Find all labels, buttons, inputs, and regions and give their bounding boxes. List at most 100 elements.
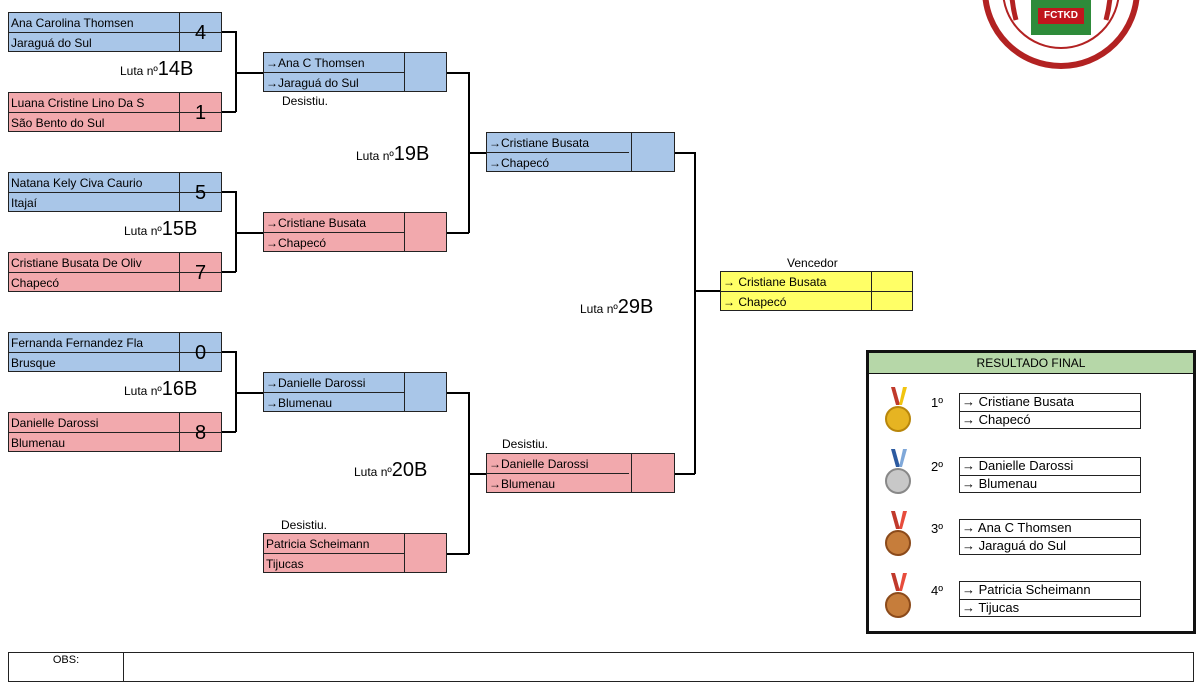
podium-card: → Cristiane Busata → Chapecó: [959, 393, 1141, 429]
competitor-city: →Blumenau: [266, 396, 333, 410]
competitor-city: →Blumenau: [489, 477, 556, 491]
place-number: 2º: [931, 459, 943, 474]
winner-city: → Chapecó: [723, 295, 787, 309]
competitor-name: Fernanda Fernandez Fla: [11, 336, 144, 350]
bracket-line: [222, 351, 236, 353]
podium-card: → Patricia Scheimann → Tijucas: [959, 581, 1141, 617]
competitor-score: 5: [179, 173, 221, 211]
winner-card: → Cristiane Busata → Chapecó: [720, 271, 913, 311]
bracket-line: [235, 351, 237, 432]
competitor-score: 7: [179, 253, 221, 291]
podium-city: → Blumenau: [962, 476, 1038, 491]
podium-name: → Danielle Darossi: [962, 458, 1074, 473]
match-label-prefix: Luta nº: [580, 302, 618, 316]
competitor-city: Itajaí: [11, 196, 38, 210]
podium-city: → Jaraguá do Sul: [962, 538, 1067, 553]
bronze-medal-icon: [883, 511, 913, 563]
competitor-card: Cristiane Busata De Oliv Chapecó 7: [8, 252, 222, 292]
competitor-score: 1: [179, 93, 221, 131]
match-number: 20B: [391, 459, 428, 481]
podium-city: → Chapecó: [962, 412, 1031, 427]
podium-row: 3º → Ana C Thomsen → Jaraguá do Sul: [869, 509, 1193, 565]
competitor-city: Blumenau: [11, 436, 66, 450]
silver-medal-icon: [883, 449, 913, 501]
competitor-score: 8: [179, 413, 221, 451]
competitor-city: →Jaraguá do Sul: [266, 76, 359, 90]
podium-card: → Danielle Darossi → Blumenau: [959, 457, 1141, 493]
federation-logo: FCTKD: [976, 0, 1146, 70]
match-label: Luta nº20B: [354, 459, 427, 482]
match-number: 16B: [161, 378, 198, 400]
podium-card: → Ana C Thomsen → Jaraguá do Sul: [959, 519, 1141, 555]
competitor-city: Tijucas: [266, 557, 304, 571]
competitor-name: Natana Kely Civa Caurio: [11, 176, 143, 190]
podium-row: 4º → Patricia Scheimann → Tijucas: [869, 571, 1193, 627]
podium-name: → Ana C Thomsen: [962, 520, 1072, 535]
bracket-line: [235, 392, 263, 394]
competitor-card: →Cristiane Busata →Chapecó: [486, 132, 675, 172]
competitor-name: →Danielle Darossi: [489, 457, 589, 471]
bracket-line: [235, 31, 237, 112]
bracket-line: [222, 431, 236, 433]
bracket-line: [222, 271, 236, 273]
bracket-line: [694, 152, 696, 474]
bracket-line: [222, 111, 236, 113]
competitor-name: →Cristiane Busata: [266, 216, 367, 230]
podium-row: 1º → Cristiane Busata → Chapecó: [869, 383, 1193, 439]
bracket-line: [675, 152, 695, 154]
withdrew-note: Desistiu.: [502, 437, 549, 451]
place-number: 3º: [931, 521, 943, 536]
competitor-name: Luana Cristine Lino Da S: [11, 96, 145, 110]
competitor-card: Luana Cristine Lino Da S São Bento do Su…: [8, 92, 222, 132]
place-number: 4º: [931, 583, 943, 598]
match-number: 15B: [161, 218, 198, 240]
competitor-city: →Chapecó: [266, 236, 327, 250]
obs-section: OBS:: [8, 652, 1194, 682]
competitor-card: →Cristiane Busata →Chapecó: [263, 212, 447, 252]
withdrew-note: Desistiu.: [282, 94, 329, 108]
competitor-card: Fernanda Fernandez Fla Brusque 0: [8, 332, 222, 372]
final-results-panel: RESULTADO FINAL 1º → Cristiane Busata → …: [866, 350, 1196, 634]
bracket-line: [235, 72, 263, 74]
winner-label: Vencedor: [787, 256, 838, 270]
competitor-name: Patricia Scheimann: [266, 537, 370, 551]
final-results-title: RESULTADO FINAL: [869, 353, 1193, 374]
competitor-card: Ana Carolina Thomsen Jaraguá do Sul 4: [8, 12, 222, 52]
bracket-line: [468, 152, 486, 154]
bracket-line: [468, 473, 486, 475]
bronze-medal-icon: [883, 573, 913, 625]
competitor-name: Danielle Darossi: [11, 416, 99, 430]
bracket-line: [447, 392, 469, 394]
match-number: 19B: [393, 143, 430, 165]
match-number: 14B: [157, 58, 194, 80]
match-label: Luta nº16B: [124, 378, 197, 401]
bracket-line: [675, 473, 695, 475]
competitor-city: São Bento do Sul: [11, 116, 105, 130]
bracket-line: [222, 31, 236, 33]
match-label: Luta nº15B: [124, 218, 197, 241]
podium-row: 2º → Danielle Darossi → Blumenau: [869, 447, 1193, 503]
competitor-name: →Ana C Thomsen: [266, 56, 365, 70]
match-label: Luta nº14B: [120, 58, 193, 81]
match-label: Luta nº29B: [580, 296, 653, 319]
match-label-prefix: Luta nº: [356, 149, 394, 163]
match-label: Luta nº19B: [356, 143, 429, 166]
obs-label: OBS:: [52, 654, 80, 666]
bracket-line: [447, 72, 469, 74]
match-label-prefix: Luta nº: [120, 64, 158, 78]
competitor-city: Jaraguá do Sul: [11, 36, 92, 50]
competitor-name: Ana Carolina Thomsen: [11, 16, 134, 30]
competitor-name: Cristiane Busata De Oliv: [11, 256, 142, 270]
place-number: 1º: [931, 395, 943, 410]
podium-city: → Tijucas: [962, 600, 1020, 615]
competitor-card: Natana Kely Civa Caurio Itajaí 5: [8, 172, 222, 212]
bracket-line: [235, 232, 263, 234]
match-label-prefix: Luta nº: [124, 384, 162, 398]
podium-name: → Patricia Scheimann: [962, 582, 1091, 597]
competitor-city: →Chapecó: [489, 156, 550, 170]
gold-medal-icon: [883, 387, 913, 439]
podium-name: → Cristiane Busata: [962, 394, 1074, 409]
bracket-line: [447, 232, 469, 234]
competitor-city: Chapecó: [11, 276, 60, 290]
bracket-line: [694, 290, 720, 292]
